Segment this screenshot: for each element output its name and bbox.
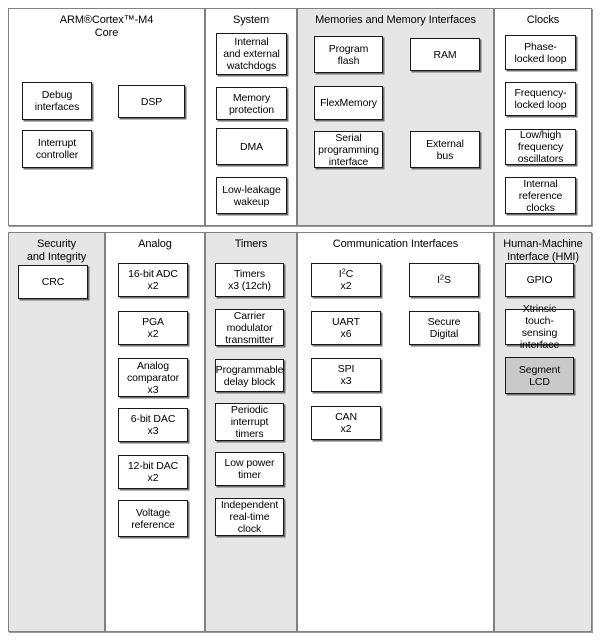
block-dsp: DSP	[118, 85, 185, 118]
block-low-high-frequency-oscillators: Low/high frequency oscillators	[505, 129, 576, 165]
block-i-s: I2S	[409, 263, 479, 297]
column-title-hmi: Human-Machine Interface (HMI)	[503, 238, 583, 263]
block-6-bit-dac-x3: 6-bit DAC x3	[118, 408, 188, 442]
block-interrupt-controller: Interrupt controller	[22, 130, 92, 168]
block-crc: CRC	[18, 265, 88, 299]
block-can-x2: CAN x2	[311, 406, 381, 440]
block-frequency-locked-loop: Frequency- locked loop	[505, 82, 576, 116]
block-periodic-interrupt-timers: Periodic interrupt timers	[215, 403, 284, 441]
block-timers-x3-12ch: Timers x3 (12ch)	[215, 263, 284, 297]
block-debug-interfaces: Debug interfaces	[22, 82, 92, 120]
block-voltage-reference: Voltage reference	[118, 500, 188, 537]
block-serial-programming-interface: Serial programming interface	[314, 131, 383, 168]
block-dma: DMA	[216, 128, 287, 165]
block-pga-x2: PGA x2	[118, 311, 188, 345]
block-16-bit-adc-x2: 16-bit ADC x2	[118, 263, 188, 297]
column-title-memories: Memories and Memory Interfaces	[315, 14, 476, 26]
block-independent-real-time-clock: Independent real-time clock	[215, 498, 284, 536]
column-title-system: System	[232, 14, 270, 26]
block-programmable-delay-block: Programmable delay block	[215, 359, 284, 392]
block-internal-reference-clocks: Internal reference clocks	[505, 177, 576, 214]
block-uart-x6: UART x6	[311, 311, 381, 345]
block-low-leakage-wakeup: Low-leakage wakeup	[216, 177, 287, 214]
column-hmi: Human-Machine Interface (HMI)	[494, 232, 592, 632]
block-internal-and-external-watchdogs: Internal and external watchdogs	[216, 33, 287, 75]
block-external-bus: External bus	[410, 131, 480, 168]
column-title-security: Security and Integrity	[26, 238, 87, 263]
block-secure-digital: Secure Digital	[409, 311, 479, 345]
column-title-analog: Analog	[138, 238, 172, 250]
block-program-flash: Program flash	[314, 36, 383, 73]
block-ram: RAM	[410, 38, 480, 71]
block-segment-lcd: Segment LCD	[505, 357, 574, 394]
block-gpio: GPIO	[505, 263, 574, 297]
column-title-communication: Communication Interfaces	[332, 238, 459, 250]
block-spi-x3: SPI x3	[311, 358, 381, 392]
column-title-timers: Timers	[234, 238, 268, 250]
block-analog-comparator-x3: Analog comparator x3	[118, 358, 188, 397]
block-memory-protection: Memory protection	[216, 87, 287, 120]
block-xtrinsic-touch-sensing-interface: Xtrinsic touch-sensing interface	[505, 303, 574, 351]
block-label: I2S	[437, 272, 451, 286]
block-carrier-modulator-transmitter: Carrier modulator transmitter	[215, 309, 284, 346]
block-low-power-timer: Low power timer	[215, 452, 284, 486]
block-phase-locked-loop: Phase- locked loop	[505, 35, 576, 70]
column-title-clocks: Clocks	[526, 14, 560, 26]
column-title-arm-core: ARM®Cortex™-M4 Core	[59, 14, 154, 39]
block-flexmemory: FlexMemory	[314, 86, 383, 120]
block-12-bit-dac-x2: 12-bit DAC x2	[118, 455, 188, 489]
